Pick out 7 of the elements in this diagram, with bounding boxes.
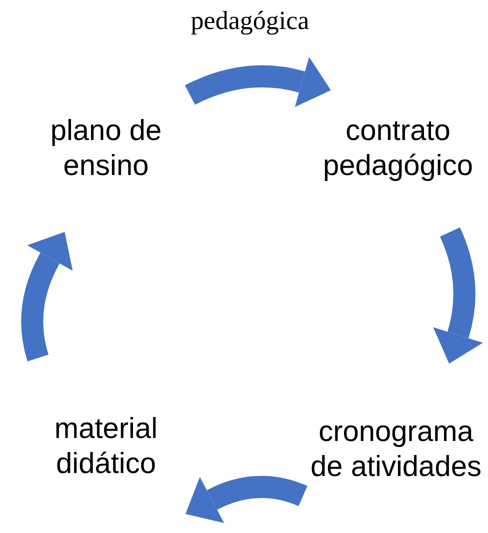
- step-label: cronograma de atividades: [310, 415, 482, 485]
- caption-text: pedagógica: [190, 6, 310, 36]
- step-label: material didático: [53, 412, 159, 482]
- curved-arrow: [185, 56, 332, 108]
- step-label: plano de ensino: [49, 114, 163, 184]
- step-label: contrato pedagógico: [322, 114, 474, 184]
- curved-arrow: [432, 228, 484, 364]
